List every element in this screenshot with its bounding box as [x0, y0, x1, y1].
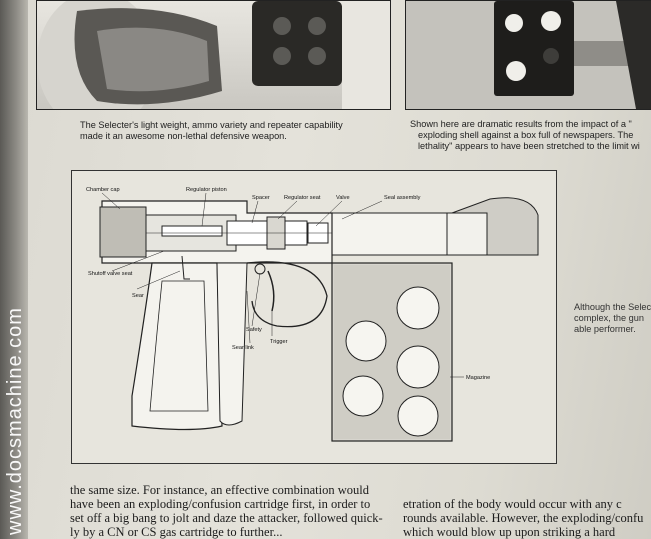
caption-line: exploding shell against a box full of ne… [418, 130, 634, 140]
body-line: etration of the body would occur with an… [403, 497, 622, 511]
caption-line: able performer. [574, 324, 636, 334]
body-line: ly by a CN or CS gas cartridge to furthe… [70, 525, 283, 539]
caption-line: Shown here are dramatic results from the… [410, 119, 632, 129]
label-valve: Valve [336, 195, 350, 201]
label-spacer: Spacer [252, 195, 270, 201]
label-chamber-cap: Chamber cap [86, 187, 120, 193]
label-regulator-seat: Regulator seat [284, 195, 321, 201]
right-photo-caption: Shown here are dramatic results from the… [410, 119, 640, 152]
body-line: set off a big bang to jolt and daze the … [70, 511, 383, 525]
caption-line: made it an awesome non-lethal defensive … [80, 131, 287, 141]
body-line: rounds available. However, the exploding… [403, 511, 644, 525]
body-line: which would blow up upon striking a hard [403, 525, 616, 539]
caption-line: The Selecter's light weight, ammo variet… [80, 120, 343, 130]
gun-cutaway-diagram: Chamber cap Regulator piston Spacer Regu… [71, 170, 557, 464]
body-line: have been an exploding/confusion cartrid… [70, 497, 371, 511]
body-column-right: etration of the body would occur with an… [403, 497, 643, 539]
label-safety: Safety [246, 327, 262, 333]
body-line: the same size. For instance, an effectiv… [70, 483, 369, 497]
caption-line: complex, the gun [574, 313, 644, 323]
photo-magazine-box [405, 0, 651, 110]
label-trigger: Trigger [270, 339, 288, 345]
body-column-left: the same size. For instance, an effectiv… [70, 483, 383, 539]
label-regulator-piston: Regulator piston [186, 187, 227, 193]
label-sear: Sear [132, 293, 144, 299]
label-sear-link: Sear link [232, 345, 254, 351]
label-seal-assembly: Seal assembly [384, 195, 421, 201]
caption-line: lethality" appears to have been stretche… [418, 141, 640, 151]
side-caption: Although the Selec complex, the gun able… [574, 302, 651, 335]
book-spine [0, 0, 28, 539]
left-photo-caption: The Selecter's light weight, ammo variet… [80, 120, 343, 142]
diagram-svg: Chamber cap Regulator piston Spacer Regu… [86, 187, 539, 442]
photo-hand-holding-gun [36, 0, 391, 110]
caption-line: Although the Selec [574, 302, 651, 312]
watermark-text: www.docsmachine.com [4, 307, 26, 535]
label-magazine: Magazine [466, 375, 490, 381]
label-shutoff-valve-seat: Shutoff valve seat [88, 271, 133, 277]
